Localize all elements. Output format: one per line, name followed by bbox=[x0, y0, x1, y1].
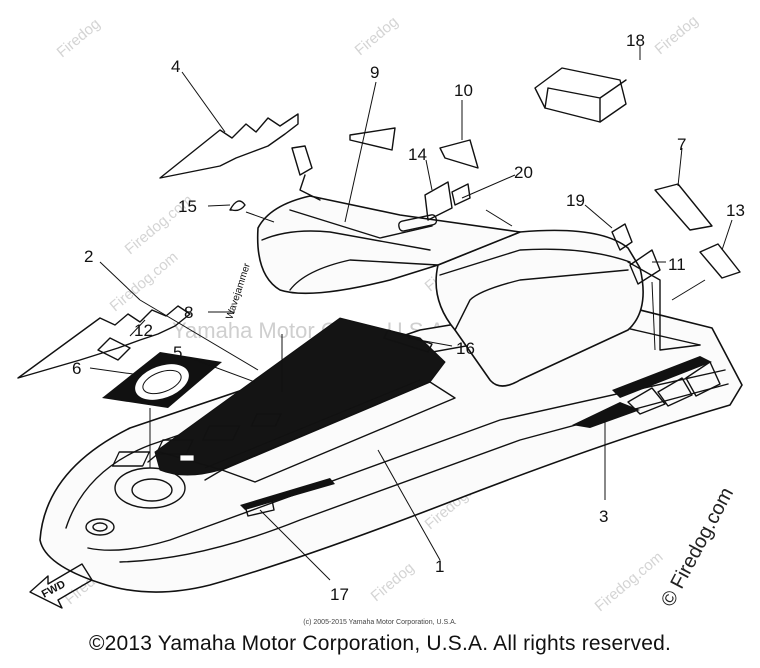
callout-19: 19 bbox=[566, 191, 585, 210]
callout-8: 8 bbox=[184, 303, 193, 322]
callout-10: 10 bbox=[454, 81, 473, 100]
decal-14 bbox=[424, 181, 453, 221]
hull-assembly bbox=[39, 145, 743, 593]
callout-numbers: 1 2 3 4 5 6 7 8 9 10 11 12 13 14 15 16 1… bbox=[72, 31, 745, 604]
callout-7: 7 bbox=[677, 135, 686, 154]
decal-7 bbox=[654, 183, 713, 231]
decal-11 bbox=[629, 249, 661, 285]
callout-9: 9 bbox=[370, 63, 379, 82]
watermark-firedog: Firedog bbox=[352, 13, 402, 59]
hull-outline bbox=[39, 299, 743, 593]
callout-3: 3 bbox=[599, 507, 608, 526]
bow-eye bbox=[85, 518, 115, 536]
callout-15: 15 bbox=[178, 197, 197, 216]
decal-20 bbox=[451, 183, 471, 206]
deck-mat bbox=[154, 317, 446, 476]
callout-13: 13 bbox=[726, 201, 745, 220]
callout-17: 17 bbox=[330, 585, 349, 604]
decal-12 bbox=[97, 337, 131, 361]
callout-4: 4 bbox=[171, 57, 180, 76]
callout-11: 11 bbox=[668, 255, 686, 274]
callout-6: 6 bbox=[72, 359, 81, 378]
pad-18 bbox=[534, 67, 627, 123]
rear-side-vents bbox=[572, 356, 721, 428]
watermark-firedog-com: Firedog.com bbox=[107, 248, 182, 315]
callout-12: 12 bbox=[134, 321, 153, 340]
seat bbox=[435, 229, 644, 387]
callout-14: 14 bbox=[408, 145, 427, 164]
watermark-firedog: Firedog bbox=[652, 12, 702, 58]
callout-1: 1 bbox=[435, 557, 444, 576]
watermark-firedog-vertical: © Firedog.com bbox=[657, 484, 738, 610]
decal-4 bbox=[159, 113, 299, 179]
clip-15 bbox=[229, 200, 246, 212]
callout-16: 16 bbox=[456, 339, 475, 358]
decal-13 bbox=[699, 243, 741, 279]
callout-5: 5 bbox=[173, 343, 182, 362]
decal-6 bbox=[102, 352, 222, 408]
callout-2: 2 bbox=[84, 247, 93, 266]
watermark-firedog: Firedog bbox=[54, 15, 104, 61]
decal-19 bbox=[611, 223, 633, 251]
watermark-firedog: Firedog bbox=[368, 559, 418, 605]
decal-9 bbox=[349, 127, 396, 151]
callout-20: 20 bbox=[514, 163, 533, 182]
copyright-notice: ©2013 Yamaha Motor Corporation, U.S.A. A… bbox=[88, 632, 672, 655]
decal-10 bbox=[439, 139, 479, 169]
handlebar bbox=[289, 209, 433, 239]
watermark-firedog-com: Firedog.com bbox=[592, 548, 667, 615]
fine-print: (c) 2005-2015 Yamaha Motor Corporation, … bbox=[303, 619, 456, 626]
callout-18: 18 bbox=[626, 31, 645, 50]
leader-lines bbox=[89, 46, 733, 581]
decal-17 bbox=[244, 499, 275, 517]
